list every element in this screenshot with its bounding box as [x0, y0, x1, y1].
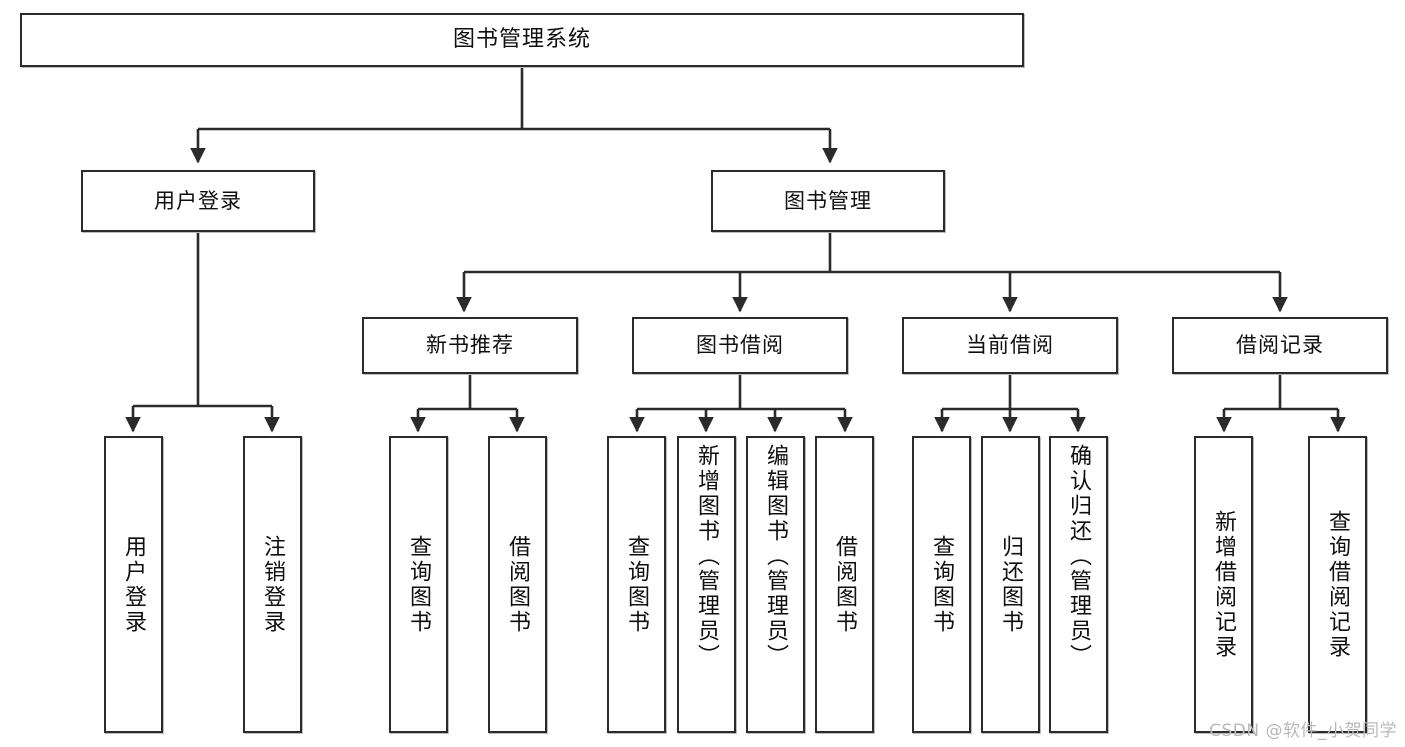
leaf-recommend-query-book[interactable]: 查询图书 [389, 436, 448, 733]
leaf-current-confirm-return-admin[interactable]: 确认归还（管理员） [1049, 436, 1108, 733]
leaf-record-add-record[interactable]: 新增借阅记录 [1194, 436, 1253, 733]
node-label: 注销登录 [260, 534, 286, 635]
node-label: 图书管理系统 [452, 27, 591, 53]
node-label: 新增图书（管理员） [694, 444, 720, 669]
node-label: 借阅记录 [1236, 333, 1324, 358]
node-label: 查询借阅记录 [1325, 509, 1351, 660]
node-label: 查询图书 [929, 534, 955, 635]
node-label: 确认归还（管理员） [1066, 444, 1092, 669]
node-root-system[interactable]: 图书管理系统 [20, 13, 1024, 67]
node-label: 当前借阅 [966, 333, 1054, 358]
leaf-borrow-borrow-book[interactable]: 借阅图书 [815, 436, 874, 733]
node-label: 图书借阅 [696, 333, 784, 358]
node-book-management[interactable]: 图书管理 [711, 170, 945, 232]
node-label: 归还图书 [998, 534, 1024, 635]
node-book-borrow[interactable]: 图书借阅 [632, 317, 848, 374]
leaf-current-return-book[interactable]: 归还图书 [981, 436, 1040, 733]
node-current-borrow[interactable]: 当前借阅 [902, 317, 1118, 374]
node-user-login[interactable]: 用户登录 [81, 170, 315, 232]
leaf-user-login-signin[interactable]: 用户登录 [104, 436, 163, 733]
node-label: 新书推荐 [426, 333, 514, 358]
node-label: 新增借阅记录 [1211, 509, 1237, 660]
node-label: 编辑图书（管理员） [763, 444, 789, 669]
leaf-borrow-edit-book-admin[interactable]: 编辑图书（管理员） [746, 436, 805, 733]
node-label: 查询图书 [406, 534, 432, 635]
node-borrow-record[interactable]: 借阅记录 [1172, 317, 1388, 374]
leaf-current-query-book[interactable]: 查询图书 [912, 436, 971, 733]
leaf-record-query-record[interactable]: 查询借阅记录 [1308, 436, 1367, 733]
leaf-recommend-borrow-book[interactable]: 借阅图书 [488, 436, 547, 733]
node-new-book-recommend[interactable]: 新书推荐 [362, 317, 578, 374]
node-label: 用户登录 [121, 534, 147, 635]
node-label: 图书管理 [784, 188, 872, 213]
node-label: 借阅图书 [832, 534, 858, 635]
node-label: 借阅图书 [505, 534, 531, 635]
leaf-user-login-signout[interactable]: 注销登录 [243, 436, 302, 733]
leaf-borrow-add-book-admin[interactable]: 新增图书（管理员） [677, 436, 736, 733]
csdn-watermark: CSDN @软件_小贺同学 [1209, 721, 1397, 741]
leaf-borrow-query-book[interactable]: 查询图书 [607, 436, 666, 733]
node-label: 查询图书 [624, 534, 650, 635]
node-label: 用户登录 [154, 188, 242, 213]
